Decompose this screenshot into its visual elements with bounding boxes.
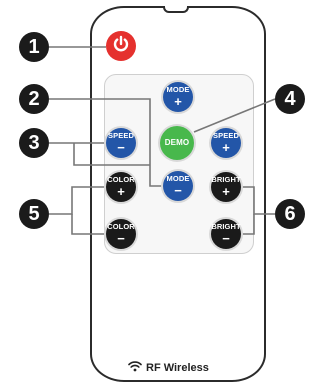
speed-minus-button[interactable]: SPEED − — [106, 128, 136, 158]
callout-5: 5 — [19, 199, 49, 229]
callout-6: 6 — [275, 199, 305, 229]
callout-3: 3 — [19, 128, 49, 158]
color-plus-label: COLOR — [107, 175, 135, 185]
plus-symbol: + — [174, 93, 182, 109]
speed-minus-label: SPEED — [108, 131, 134, 141]
demo-label: DEMO — [164, 138, 190, 147]
mode-minus-button[interactable]: MODE − — [163, 171, 193, 201]
bright-plus-label: BRIGHT — [211, 175, 241, 185]
demo-button[interactable]: DEMO — [160, 126, 194, 160]
color-plus-button[interactable]: COLOR + — [106, 172, 136, 202]
callout-4: 4 — [275, 84, 305, 114]
plus-symbol: + — [117, 183, 125, 199]
mode-plus-label: MODE — [166, 85, 190, 95]
rf-wireless-text: RF Wireless — [146, 361, 209, 374]
plus-symbol: + — [222, 183, 230, 199]
speed-plus-label: SPEED — [213, 131, 239, 141]
callout-1: 1 — [19, 32, 49, 62]
mode-minus-label: MODE — [166, 174, 190, 184]
plus-symbol: + — [222, 139, 230, 155]
mode-plus-button[interactable]: MODE + — [163, 82, 193, 112]
color-minus-button[interactable]: COLOR − — [106, 219, 136, 249]
minus-symbol: − — [117, 230, 125, 246]
power-button[interactable] — [106, 31, 136, 61]
color-minus-label: COLOR — [107, 222, 135, 232]
wireless-icon — [128, 360, 146, 375]
bright-minus-label: BRIGHT — [211, 222, 241, 232]
callout-2: 2 — [19, 84, 49, 114]
power-icon — [112, 35, 130, 58]
bright-minus-button[interactable]: BRIGHT − — [211, 219, 241, 249]
minus-symbol: − — [117, 139, 125, 155]
speed-plus-button[interactable]: SPEED + — [211, 128, 241, 158]
bright-plus-button[interactable]: BRIGHT + — [211, 172, 241, 202]
minus-symbol: − — [222, 230, 230, 246]
minus-symbol: − — [174, 182, 182, 198]
rf-wireless-label: RF Wireless — [128, 360, 209, 375]
remote-tab — [163, 6, 189, 13]
